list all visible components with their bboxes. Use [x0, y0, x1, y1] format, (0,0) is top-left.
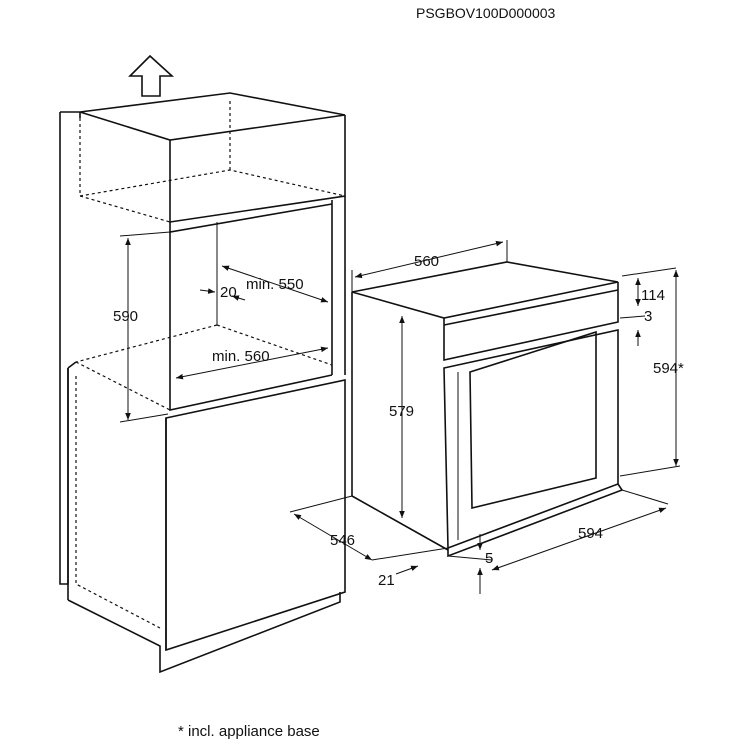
cabinet-dimensions — [119, 231, 329, 423]
document-code: PSGBOV100D000003 — [416, 5, 556, 21]
dim-body-height: 579 — [389, 403, 414, 420]
dim-cabinet-height: 590 — [113, 308, 138, 325]
cabinet — [59, 92, 346, 674]
dim-panel-gap: 3 — [644, 308, 652, 325]
dim-depth: 546 — [330, 532, 355, 549]
dim-door-offset: 5 — [485, 550, 493, 567]
up-arrow-icon — [128, 54, 175, 97]
dim-depth-gap: 20 — [220, 284, 237, 301]
dim-top-height: 114 — [641, 287, 665, 304]
dim-total-height: 594* — [653, 360, 684, 377]
dim-min-width: min. 560 — [212, 348, 270, 365]
dim-min-depth: min. 550 — [246, 276, 304, 293]
footnote: * incl. appliance base — [178, 723, 320, 740]
dim-front-width: 594 — [578, 525, 603, 542]
dim-oven-top-width: 560 — [414, 253, 439, 270]
oven-dimensions — [289, 240, 681, 594]
dim-door-depth: 21 — [378, 572, 395, 589]
